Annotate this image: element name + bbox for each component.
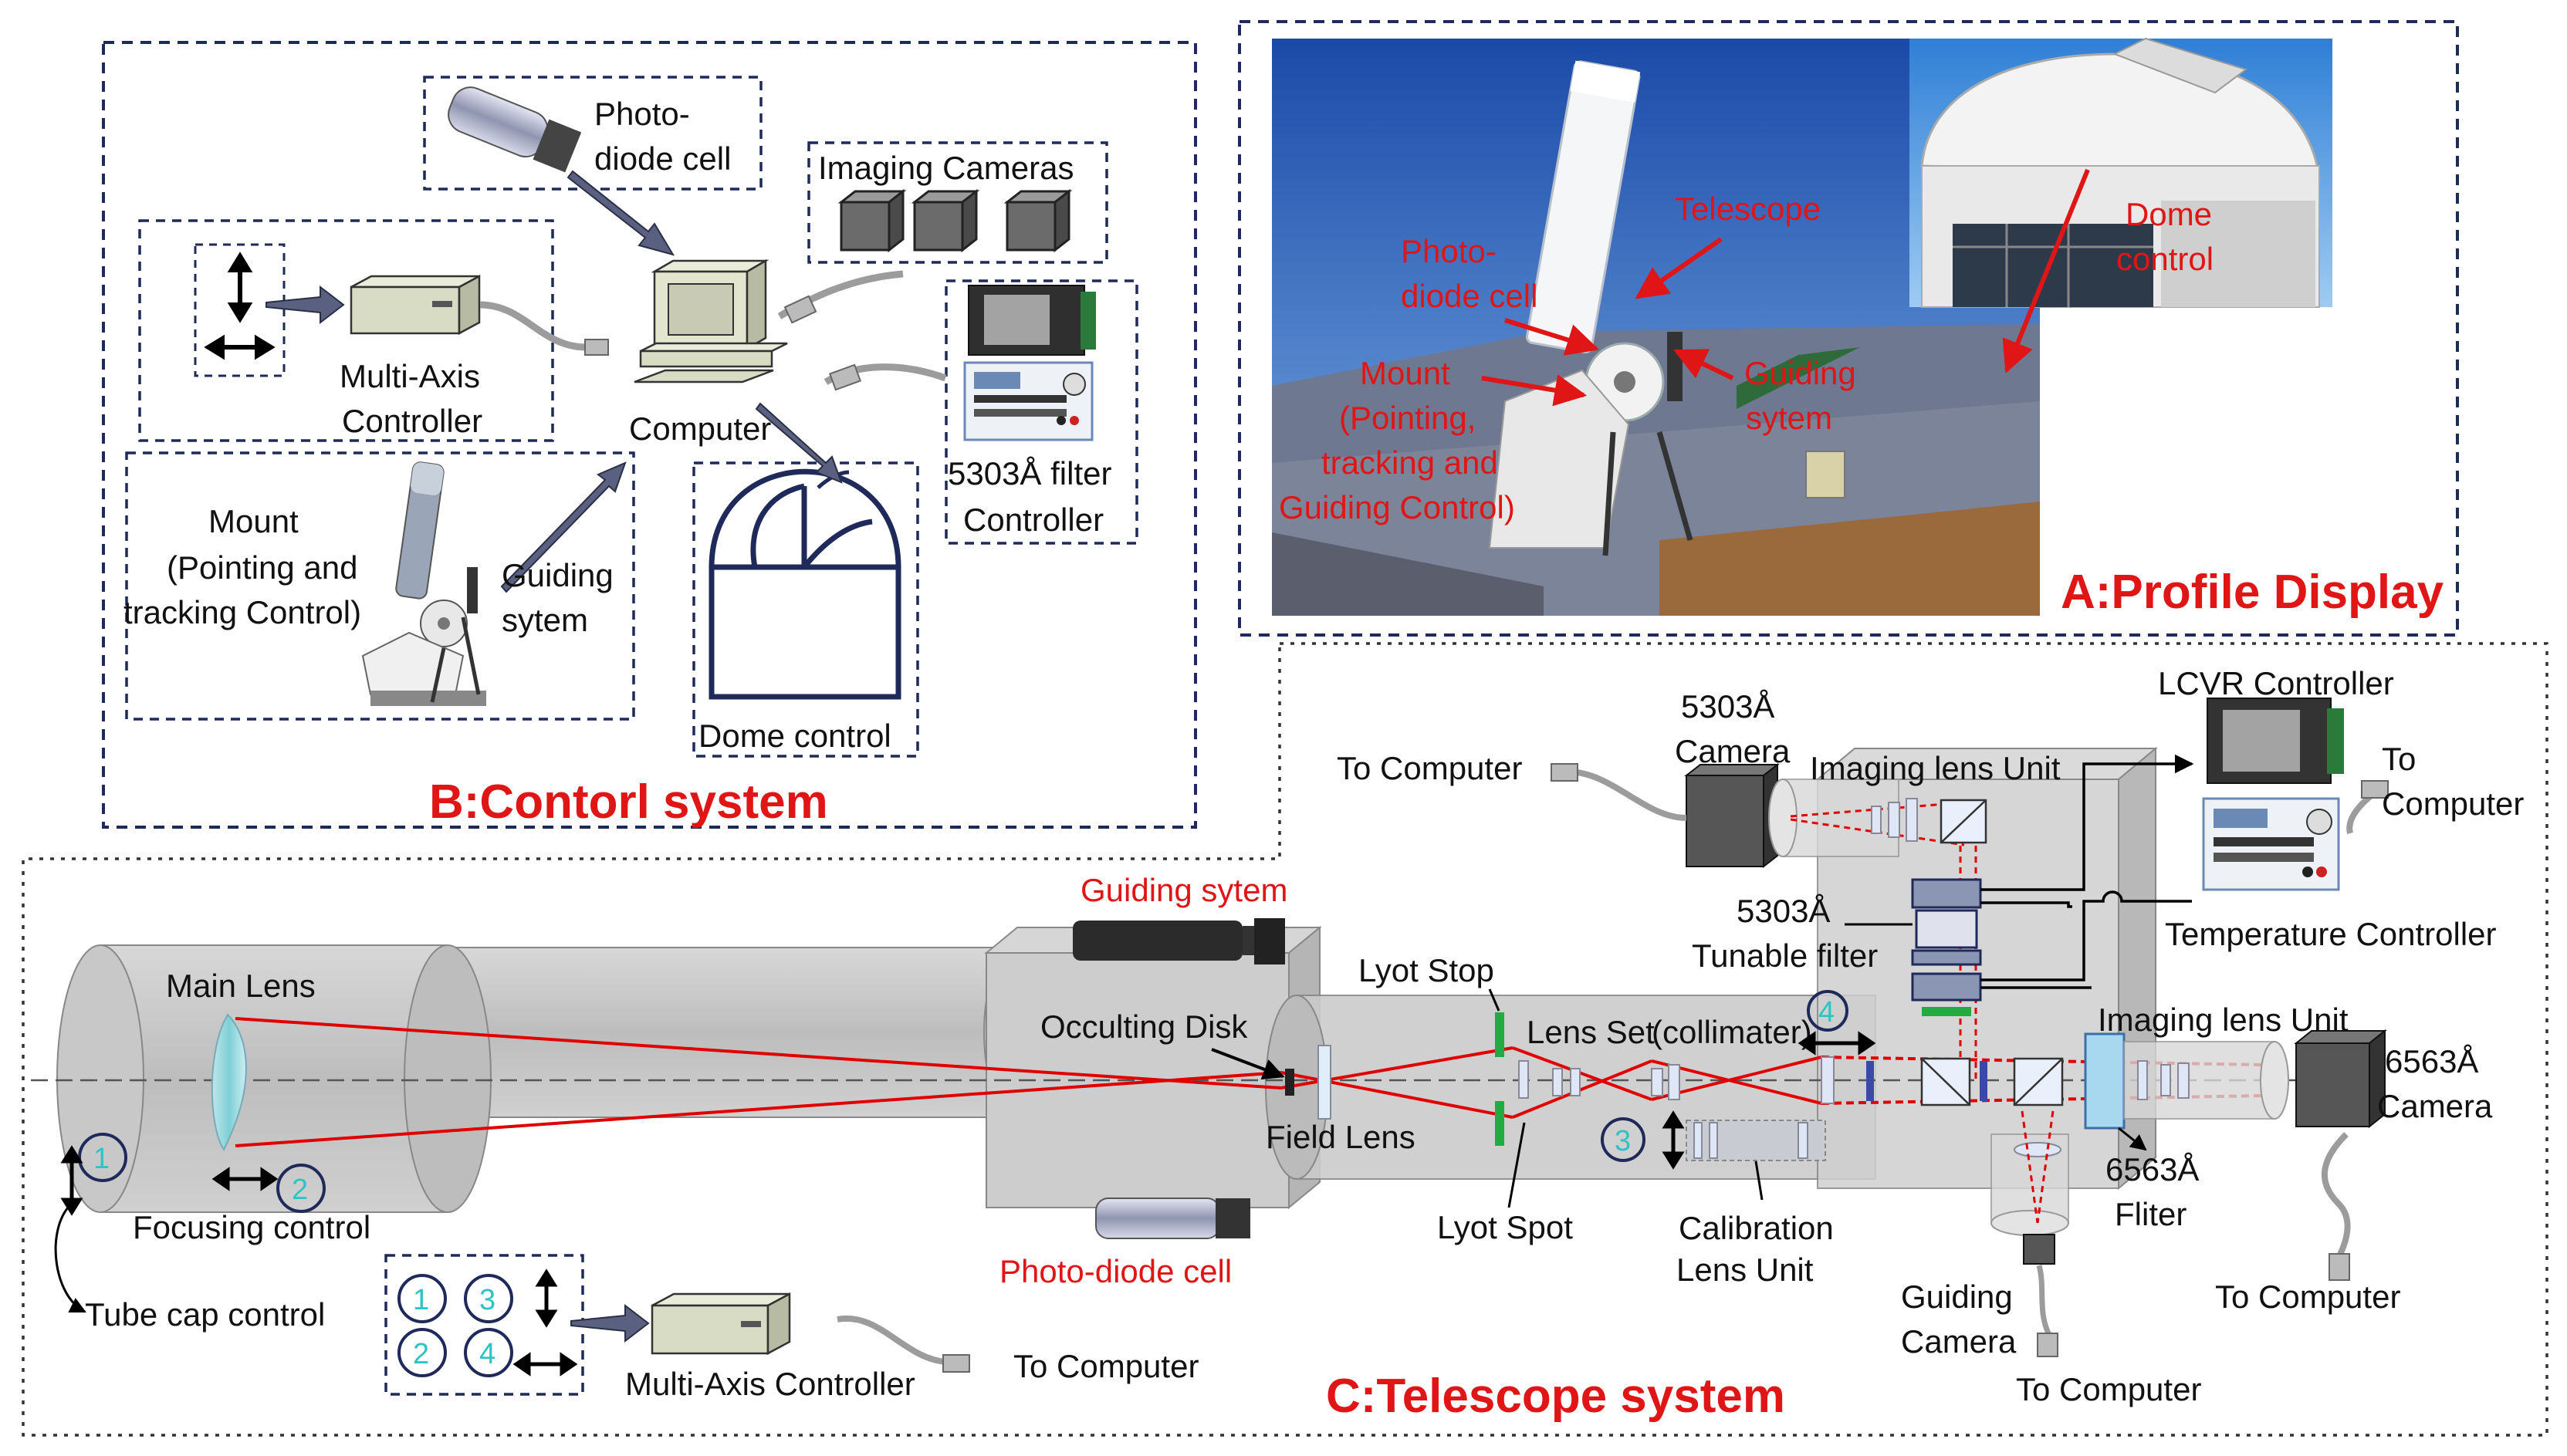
c-camera-6563-line1: 6563Å: [2385, 1043, 2478, 1079]
c-lyot-stop-label: Lyot Stop: [1358, 952, 1494, 988]
b-photo-diode-line1: Photo-: [594, 96, 690, 132]
c-to-computer-6563: To Computer: [2215, 1279, 2400, 1315]
c-occulting-disk-label: Occulting Disk: [1040, 1008, 1248, 1045]
c-num-3-cal: 3: [1615, 1125, 1631, 1157]
c-lens-set-note: (collimater): [1652, 1014, 1812, 1050]
c-to-computer-multi: To Computer: [1013, 1348, 1199, 1384]
guiding-scope-icon: [1073, 918, 1285, 964]
b-mount-line3: tracking Control): [123, 594, 361, 630]
c-to-computer-5303: To Computer: [1337, 750, 1522, 786]
c-lens-set-label: Lens Set: [1527, 1014, 1655, 1050]
b-dome-control-label: Dome control: [698, 718, 891, 754]
c-num-1-tube: 1: [93, 1143, 110, 1175]
a-mount-line4: Guiding Control): [1279, 489, 1515, 525]
a-photo-diode-line2: diode cell: [1401, 278, 1537, 314]
arrow-icon: [204, 252, 276, 360]
a-dome-line1: Dome: [2126, 196, 2212, 232]
c-num-2-tube: 2: [292, 1174, 308, 1206]
computer-icon: [634, 258, 788, 383]
a-mount-line1: Mount: [1360, 355, 1450, 391]
a-photo-diode-line1: Photo-: [1401, 233, 1497, 269]
c-calibration-line2: Lens Unit: [1676, 1252, 1814, 1288]
camera-cube-icon: [1684, 762, 1780, 869]
b-multi-axis-line2: Controller: [342, 403, 482, 439]
panel-a-profile-display: Telescope Photo- diode cell Mount (Point…: [1238, 20, 2459, 637]
c-calibration-line1: Calibration: [1679, 1210, 1834, 1246]
b-filter-line1: 5303Å filter: [948, 455, 1111, 492]
c-main-lens-label: Main Lens: [166, 968, 316, 1004]
c-num-1: 1: [413, 1284, 429, 1316]
b-guiding-line1: Guiding: [502, 557, 614, 593]
c-num-4-top: 4: [1818, 996, 1835, 1029]
panel-a-title: A:Profile Display: [2061, 566, 2444, 619]
c-photo-diode-label: Photo-diode cell: [999, 1253, 1232, 1289]
c-guiding-camera-line2: Camera: [1901, 1323, 2017, 1360]
dome-icon: [709, 468, 901, 700]
b-guiding-line2: sytem: [502, 602, 588, 638]
b-mount-line1: Mount: [208, 503, 299, 539]
main-tube: [56, 944, 1047, 1213]
c-tube-cap-label: Tube cap control: [85, 1296, 325, 1333]
c-to-computer-lcvr-line1: To: [2382, 741, 2416, 777]
camera-cube-icon: [2294, 1029, 2387, 1129]
panel-b-title: B:Contorl system: [429, 775, 828, 829]
c-num-4: 4: [479, 1338, 495, 1370]
panel-c-telescope-system: Guiding sytem Photo-diode cell Main Lens: [22, 642, 2548, 1437]
camera-cube-icon: [2023, 1234, 2055, 1265]
c-temperature-label: Temperature Controller: [2165, 916, 2497, 952]
c-guiding-camera-line1: Guiding: [1901, 1279, 2013, 1315]
controller-box-icon: [2202, 797, 2340, 891]
c-multi-axis-label: Multi-Axis Controller: [625, 1366, 915, 1402]
a-telescope-label: Telescope: [1675, 191, 1821, 227]
c-imaging-lens-top: Imaging lens Unit: [1810, 750, 2061, 786]
a-dome-line2: control: [2116, 241, 2214, 277]
c-camera-6563-line2: Camera: [2377, 1088, 2493, 1124]
a-mount-line2: (Pointing,: [1339, 400, 1476, 436]
c-lcvr-label: LCVR Controller: [2158, 665, 2394, 701]
photodiode-icon: [1095, 1198, 1250, 1239]
a-mount-line3: tracking and: [1321, 444, 1498, 481]
tunable-filter: [1911, 878, 1982, 1016]
beam-splitters: [1866, 1057, 2064, 1106]
usb-cable-icon: [777, 270, 947, 391]
c-imaging-lens-bottom: Imaging lens Unit: [2098, 1002, 2349, 1038]
b-imaging-cameras-label: Imaging Cameras: [818, 150, 1074, 186]
c-tunable-line2: Tunable filter: [1692, 937, 1878, 974]
b-filter-line2: Controller: [963, 502, 1104, 538]
c-num-3: 3: [479, 1284, 495, 1316]
controller-box-icon: [963, 285, 1096, 441]
c-focusing-control-label: Focusing control: [133, 1209, 370, 1245]
panel-c-title: C:Telescope system: [1326, 1370, 1785, 1423]
c-field-lens-label: Field Lens: [1266, 1119, 1415, 1155]
c-camera-5303-line1: 5303Å: [1681, 688, 1774, 725]
c-to-computer-lcvr-line2: Computer: [2382, 785, 2524, 822]
b-photo-diode-line2: diode cell: [594, 140, 731, 177]
controller-box-icon: [350, 274, 481, 336]
c-lyot-spot-label: Lyot Spot: [1437, 1209, 1573, 1245]
b-multi-axis-line1: Multi-Axis: [340, 358, 480, 394]
a-guiding-line2: sytem: [1746, 400, 1832, 436]
c-num-2: 2: [413, 1338, 429, 1370]
c-guiding-system-label: Guiding sytem: [1081, 872, 1287, 908]
c-filter-6563-line2: Fliter: [2115, 1196, 2187, 1232]
b-computer-label: Computer: [629, 410, 771, 447]
panel-b-control-system: Photo- diode cell Imaging Cameras Multi-…: [102, 41, 1197, 829]
telescope-icon: [361, 461, 486, 706]
c-tunable-line1: 5303Å: [1737, 893, 1830, 929]
observatory-photo-main: [1272, 39, 2040, 616]
camera-cube-icon: [837, 188, 1073, 253]
lens-set: [1552, 1056, 1835, 1104]
dome-photo: [1909, 37, 2332, 308]
photodiode-icon: [448, 86, 582, 173]
c-camera-5303-line2: Camera: [1675, 733, 1791, 769]
a-guiding-line1: Guiding: [1744, 355, 1856, 391]
b-mount-line2: (Pointing and: [167, 549, 358, 586]
controller-box-icon: [2207, 698, 2344, 784]
controller-box-icon: [651, 1292, 791, 1356]
c-to-computer-guiding: To Computer: [2016, 1371, 2201, 1407]
c-filter-6563-line1: 6563Å: [2105, 1151, 2199, 1187]
